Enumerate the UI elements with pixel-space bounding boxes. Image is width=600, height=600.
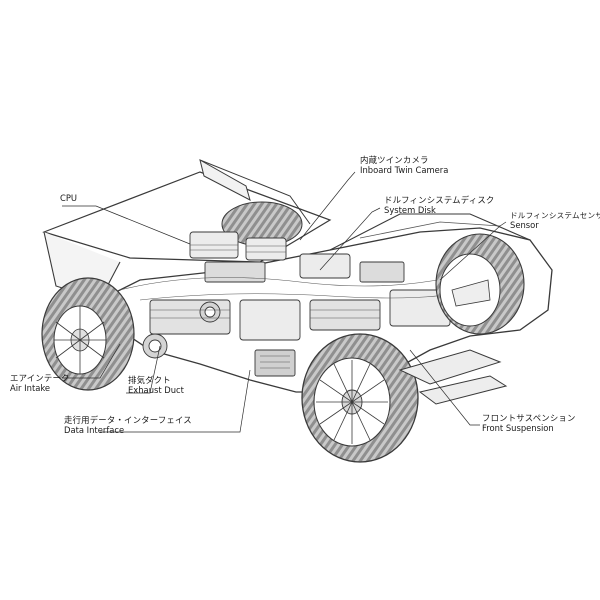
label-data-interface-en: Data Interface xyxy=(64,424,125,435)
label-system-disk: ドルフィンシステムディスク System Disk xyxy=(384,195,495,215)
front-nose xyxy=(329,213,531,251)
front-left-wheel xyxy=(301,333,419,463)
label-sensor: ドルフィンシステムセンサー Sensor xyxy=(510,211,600,230)
label-exhaust-duct-en: Exhaust Duct xyxy=(128,384,184,395)
label-data-interface: 走行用データ・インターフェイス Data Interface xyxy=(64,415,192,435)
front-right-wheel xyxy=(435,233,525,335)
label-air-intake-jp: エアインテーク xyxy=(10,373,70,383)
label-exhaust-duct-jp: 排気ダクト xyxy=(128,375,171,385)
label-front-suspension-en: Front Suspension xyxy=(482,422,554,433)
label-system-disk-jp: ドルフィンシステムディスク xyxy=(384,195,495,205)
label-cpu-en: CPU xyxy=(60,193,78,203)
label-exhaust-duct: 排気ダクト Exhaust Duct xyxy=(128,375,184,395)
label-air-intake: エアインテーク Air Intake xyxy=(10,373,70,393)
label-front-suspension: フロントサスペンション Front Suspension xyxy=(482,413,576,433)
label-sensor-en: Sensor xyxy=(510,219,539,230)
rear-wing-upper xyxy=(199,158,251,201)
front-suspension-arms xyxy=(398,349,508,405)
label-cpu: CPU xyxy=(60,193,78,204)
label-camera-jp: 内蔵ツインカメラ xyxy=(360,155,429,165)
label-air-intake-en: Air Intake xyxy=(10,382,51,393)
label-sensor-jp: ドルフィンシステムセンサー xyxy=(510,211,600,220)
label-system-disk-en: System Disk xyxy=(384,204,436,215)
engine-bay xyxy=(142,231,451,377)
label-front-suspension-jp: フロントサスペンション xyxy=(482,413,576,423)
label-camera: 内蔵ツインカメラ Inboard Twin Camera xyxy=(360,155,449,175)
label-data-interface-jp: 走行用データ・インターフェイス xyxy=(64,415,192,425)
rear-left-wheel xyxy=(41,277,135,391)
label-camera-en: Inboard Twin Camera xyxy=(360,164,449,175)
leader-lines xyxy=(62,171,507,433)
